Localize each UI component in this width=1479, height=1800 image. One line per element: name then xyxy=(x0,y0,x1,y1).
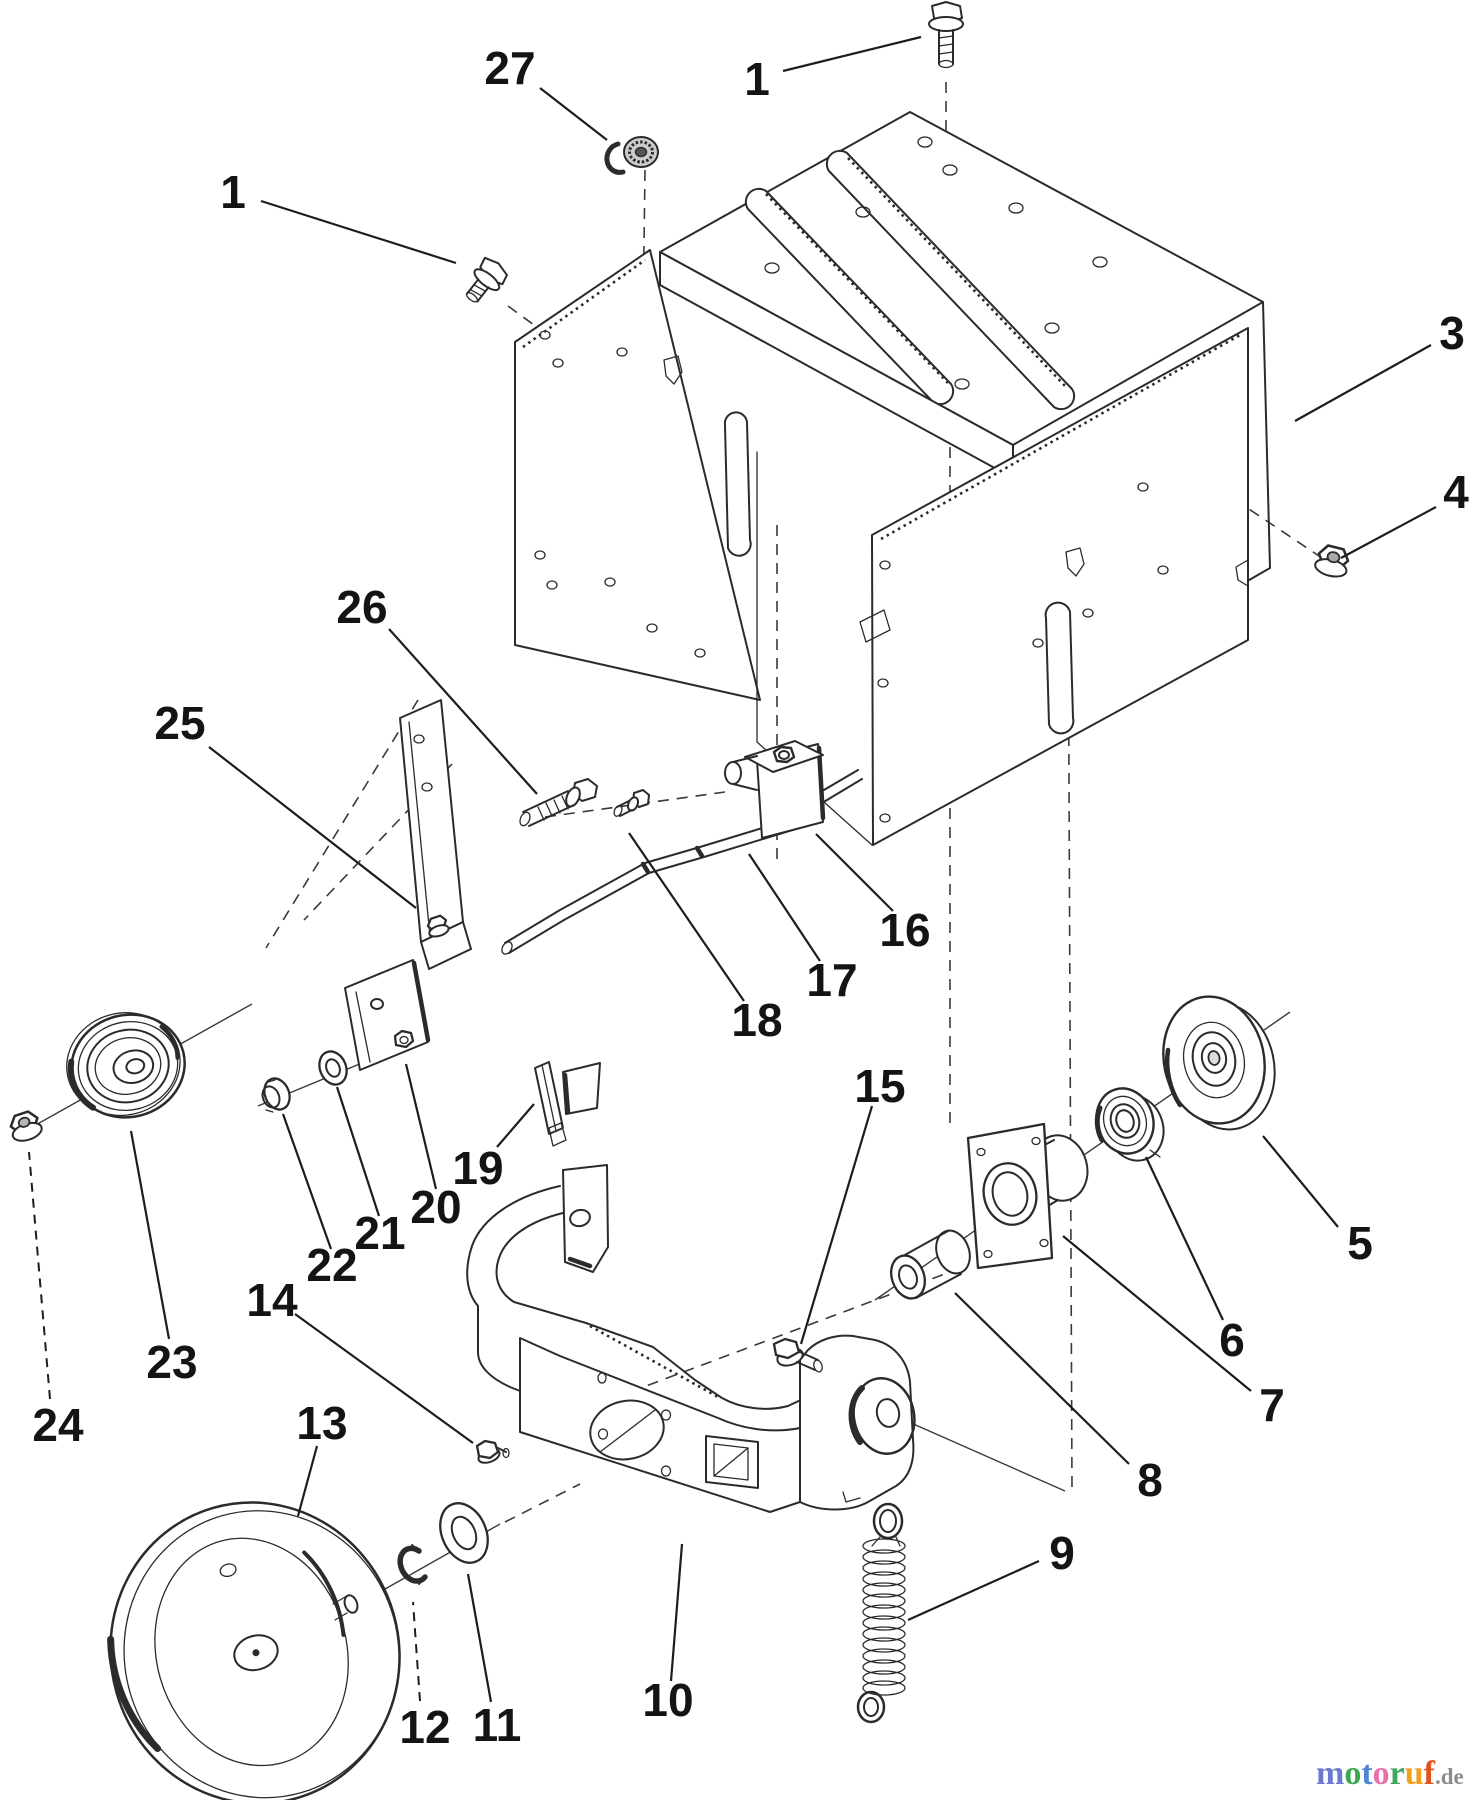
rod-bracket-16 xyxy=(724,740,826,839)
watermark-letter: o xyxy=(1373,1755,1390,1792)
extension-spring-9 xyxy=(856,1502,906,1724)
flange-nut-4 xyxy=(1314,544,1350,578)
leader-lines xyxy=(28,35,1437,1703)
wheel-shaft-stub xyxy=(332,1594,359,1621)
callout-4: 4 xyxy=(1443,466,1469,518)
pivot-plate-25 xyxy=(399,699,472,970)
callout-9: 9 xyxy=(1049,1527,1075,1579)
callout-20: 20 xyxy=(410,1181,461,1233)
bolt-14 xyxy=(475,1439,510,1464)
callout-22: 22 xyxy=(306,1239,357,1291)
callout-14: 14 xyxy=(246,1274,298,1326)
lever-19 xyxy=(534,1061,601,1147)
e-clip-12 xyxy=(397,1544,428,1585)
watermark-letter: t xyxy=(1361,1755,1373,1792)
right-side-plate xyxy=(871,327,1249,846)
callout-6: 6 xyxy=(1219,1314,1245,1366)
callout-3: 3 xyxy=(1439,307,1465,359)
watermark-letter: u xyxy=(1405,1755,1424,1792)
top-rib xyxy=(744,187,955,406)
callout-23: 23 xyxy=(146,1336,197,1388)
callout-1b: 1 xyxy=(220,166,246,218)
callout-27: 27 xyxy=(484,42,535,94)
callout-15: 15 xyxy=(854,1060,905,1112)
callout-12: 12 xyxy=(399,1701,450,1753)
callout-1: 1 xyxy=(744,53,770,105)
top-rib xyxy=(825,149,1076,411)
flange-nut-24 xyxy=(9,1110,43,1142)
friction-wheel-13 xyxy=(107,1501,401,1800)
callout-18: 18 xyxy=(731,994,782,1046)
callout-11: 11 xyxy=(473,1699,522,1751)
callout-21: 21 xyxy=(354,1207,405,1259)
left-side-plate xyxy=(514,249,761,701)
callout-25: 25 xyxy=(154,697,205,749)
callout-5: 5 xyxy=(1347,1217,1373,1269)
washer-21 xyxy=(318,1050,348,1086)
watermark-letter: m xyxy=(1316,1755,1344,1792)
callout-8: 8 xyxy=(1137,1454,1163,1506)
callout-7: 7 xyxy=(1259,1379,1285,1431)
idler-pulley-23 xyxy=(66,1012,186,1119)
callout-13: 13 xyxy=(296,1397,347,1449)
bolt-26 xyxy=(519,778,598,827)
housing-frame-box xyxy=(514,111,1271,846)
watermark-letter: o xyxy=(1344,1755,1361,1792)
cap-nut-22 xyxy=(261,1077,291,1113)
callout-24: 24 xyxy=(32,1399,84,1451)
watermark-letter: f xyxy=(1424,1755,1436,1792)
bearing-6 xyxy=(1094,1087,1165,1162)
washer-11 xyxy=(439,1502,489,1564)
bracket-20 xyxy=(344,959,431,1071)
callout-16: 16 xyxy=(879,904,930,956)
bearing-housing-7 xyxy=(966,1122,1089,1270)
callout-17: 17 xyxy=(806,954,857,1006)
grommet xyxy=(604,136,659,175)
flange-bolt-top xyxy=(928,1,964,69)
lower-frame-10 xyxy=(466,1164,916,1513)
callouts: 27 1 1 3 4 26 25 16 17 18 15 19 20 21 22… xyxy=(32,42,1469,1753)
callout-26: 26 xyxy=(336,581,387,633)
flange-bolt-left xyxy=(465,256,508,303)
watermark-logo: motoruf.de xyxy=(1316,1755,1464,1792)
frame-tab xyxy=(562,1164,609,1273)
watermark-suffix: .de xyxy=(1435,1764,1464,1789)
bolt-15 xyxy=(772,1337,823,1373)
callout-10: 10 xyxy=(642,1674,693,1726)
callout-19: 19 xyxy=(452,1142,503,1194)
spacer-bushing-8 xyxy=(890,1229,971,1300)
watermark-letter: r xyxy=(1390,1755,1405,1792)
pulley-5 xyxy=(1162,995,1276,1131)
flange-nut-small xyxy=(426,914,450,938)
pin-bolt-18 xyxy=(613,789,650,817)
